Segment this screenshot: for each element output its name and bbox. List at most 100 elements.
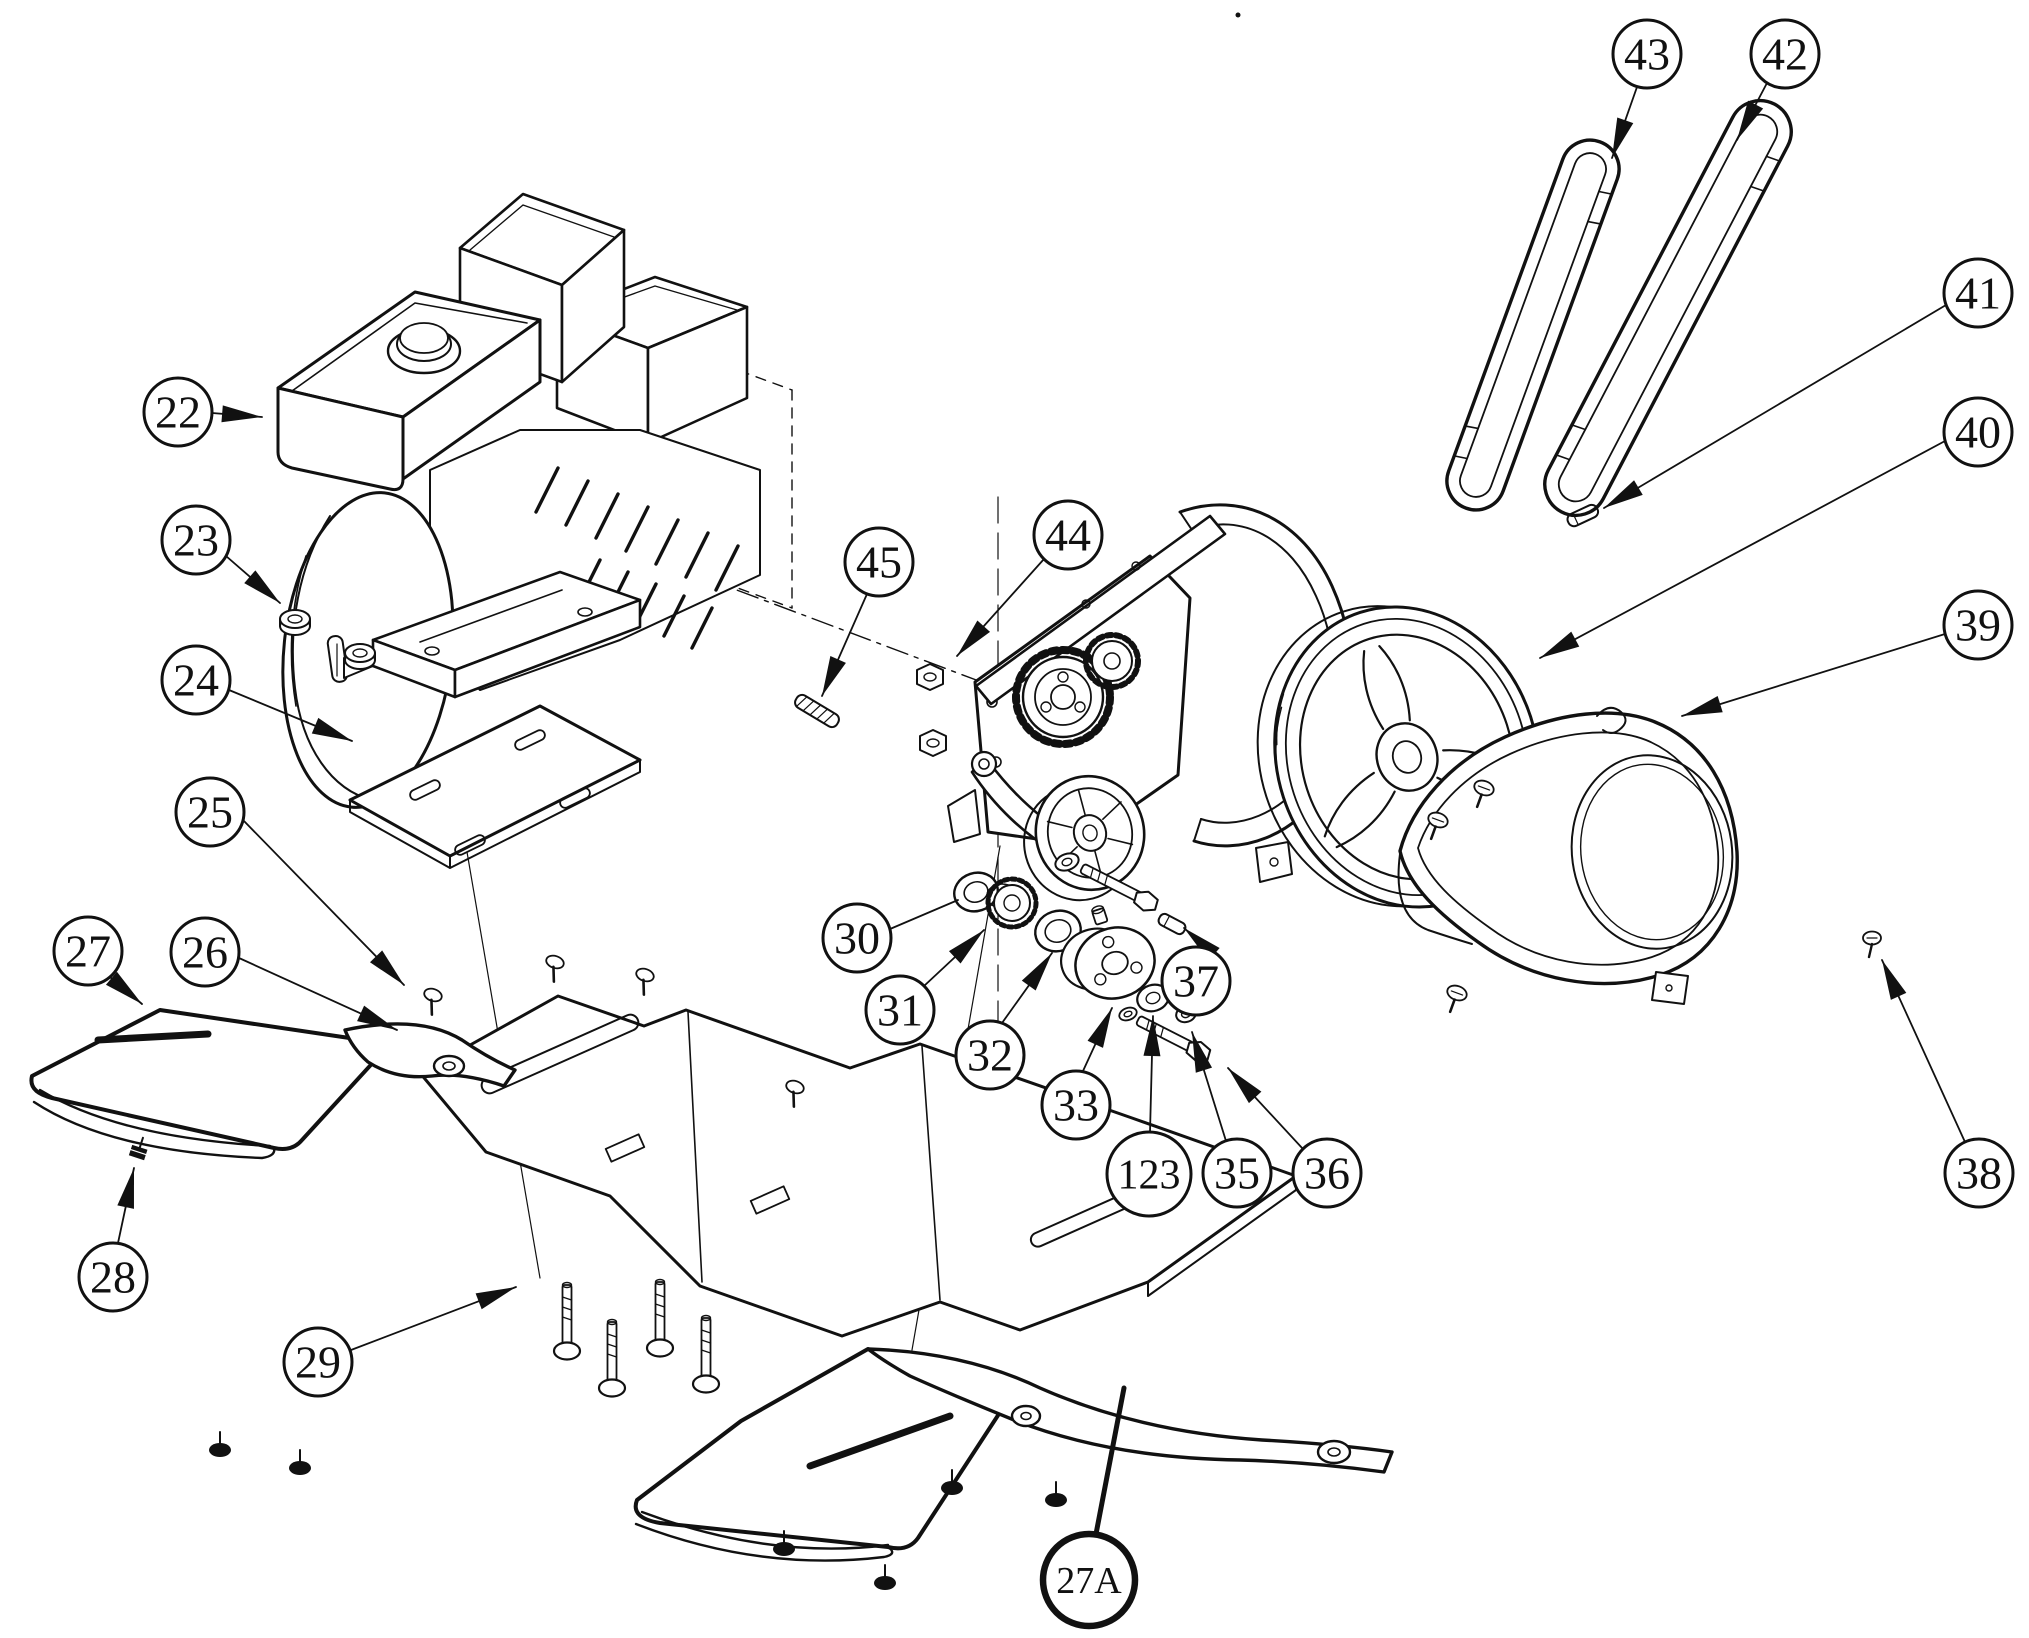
callout-33: 33 <box>1040 1007 1113 1141</box>
spokes-shape-shape <box>1335 790 1396 849</box>
engine-assembly <box>276 192 761 809</box>
flange-nut-shape <box>923 672 937 682</box>
callout-number: 40 <box>1955 407 2001 458</box>
washer-shape <box>1123 1010 1133 1018</box>
cooling-fins-shape <box>534 466 560 514</box>
transmission-bracket-assembly <box>794 503 1355 1062</box>
plate-screws-shape-shape <box>423 987 443 1003</box>
bolt-heads-shape <box>289 1449 311 1475</box>
leader-arrowhead <box>1737 100 1764 140</box>
cooling-fins-shape <box>624 505 650 553</box>
callout-number: 31 <box>877 985 923 1036</box>
callout-circle <box>77 1241 149 1313</box>
bolt-heads-shape <box>874 1564 896 1590</box>
flange-nut-shape <box>287 614 303 624</box>
plate-screws <box>423 954 805 1108</box>
drive-belt-long-shape <box>1543 98 1793 518</box>
callout-36: 36 <box>1227 1067 1363 1209</box>
key-pin <box>1157 912 1187 936</box>
left-side-shield <box>29 1008 517 1161</box>
callout-number: 27 <box>65 926 111 977</box>
bolt-heads-shape-shape <box>1045 1493 1067 1507</box>
cooling-fins-shape <box>684 531 710 579</box>
engine-base-bracket-shape <box>424 646 440 656</box>
carriage-bolt-shape <box>700 1329 712 1354</box>
drive-gear-shape <box>1040 701 1052 713</box>
leader-line <box>1539 440 1946 659</box>
pivot-bolt-shape <box>1089 867 1109 886</box>
clutch-drum-pulley-shape <box>1091 905 1105 915</box>
leader-arrowhead <box>1604 480 1643 508</box>
pivot-bolt <box>1079 863 1159 912</box>
slot <box>514 729 546 751</box>
callout-number: 26 <box>182 927 228 978</box>
callout-circle <box>1942 589 2014 661</box>
plate-screws-shape <box>635 967 655 996</box>
carriage-bolt-shape <box>561 1284 573 1348</box>
cover-screws-shape-shape <box>1450 990 1464 996</box>
print-dot <box>1235 12 1241 18</box>
leader-arrowhead <box>1228 1068 1262 1104</box>
drive-belt-short-shape <box>1445 138 1621 512</box>
left-side-shield-shape <box>32 1100 276 1160</box>
bolt-heads-shape-shape <box>209 1443 231 1457</box>
carriage-bolt-shape <box>606 1318 618 1326</box>
drive-gear <box>1012 646 1114 748</box>
cooling-fins-shape <box>564 479 590 527</box>
notch <box>749 1185 791 1215</box>
flange-nut <box>919 729 947 757</box>
wing-hub <box>432 1054 466 1078</box>
cover-screw-38 <box>1862 930 1882 959</box>
callout-circle <box>1201 1137 1273 1209</box>
transmission-bracket-assembly-shape <box>1081 599 1091 609</box>
callout-44: 44 <box>956 499 1104 657</box>
bolt-heads <box>773 1469 1067 1590</box>
fuel-tank-shape <box>276 386 405 491</box>
shield-lock-nut <box>128 1136 148 1161</box>
idler-gear-shape <box>1091 640 1133 682</box>
fuel-tank-shape <box>401 318 542 481</box>
lower-side-shield-shape <box>1327 1447 1341 1457</box>
callout-25: 25 <box>174 776 405 986</box>
plate-screws-shape-shape <box>792 1090 796 1108</box>
shield-slot <box>94 1030 212 1044</box>
shield-lock-nut-shape <box>138 1136 144 1149</box>
cover-screws-shape <box>1446 984 1468 1014</box>
carriage-bolt-shape <box>645 1338 675 1358</box>
callout-number: 36 <box>1304 1148 1350 1199</box>
carriage-bolt <box>552 1281 582 1361</box>
wing-hub <box>1316 1439 1352 1465</box>
pinion-gear-shape <box>993 884 1031 922</box>
callout-circle <box>1291 1137 1363 1209</box>
idler-gear-shape <box>1083 632 1141 690</box>
engine-base-bracket-shape <box>577 607 593 617</box>
callout-39: 39 <box>1681 589 2014 717</box>
cooling-fins <box>534 466 740 650</box>
carriage-bolt <box>691 1314 721 1394</box>
clutch-drum-pulley-shape <box>1130 961 1143 974</box>
cover-hook <box>1596 706 1627 734</box>
bolt-heads-shape <box>209 1431 231 1457</box>
engine-mounting-plate <box>348 704 642 869</box>
spring-pin <box>794 693 840 729</box>
cover-screws-shape-shape <box>1429 825 1437 841</box>
callout-number: 39 <box>1955 600 2001 651</box>
leader-arrowhead <box>1087 1008 1112 1048</box>
washer-shape <box>1118 1006 1138 1022</box>
callout-circle <box>843 526 915 598</box>
idler-gear-shape <box>1103 652 1121 670</box>
carriage-bolt-shape <box>700 1317 712 1381</box>
lower-side-shield-shape <box>1020 1411 1032 1421</box>
callout-circle <box>1943 1137 2015 1209</box>
callout-38: 38 <box>1881 959 2015 1209</box>
bracket-foot <box>947 789 981 843</box>
bolt-heads-shape <box>1045 1481 1067 1507</box>
muffler-shape <box>646 305 749 445</box>
idler-pulley-shape-shape <box>1107 837 1134 846</box>
fuel-tank <box>276 290 542 491</box>
callout-circle <box>1942 396 2014 468</box>
callout-circle <box>864 974 936 1046</box>
plate-screws-shape <box>545 954 565 983</box>
shield-lock-nut-shape <box>130 1148 147 1156</box>
